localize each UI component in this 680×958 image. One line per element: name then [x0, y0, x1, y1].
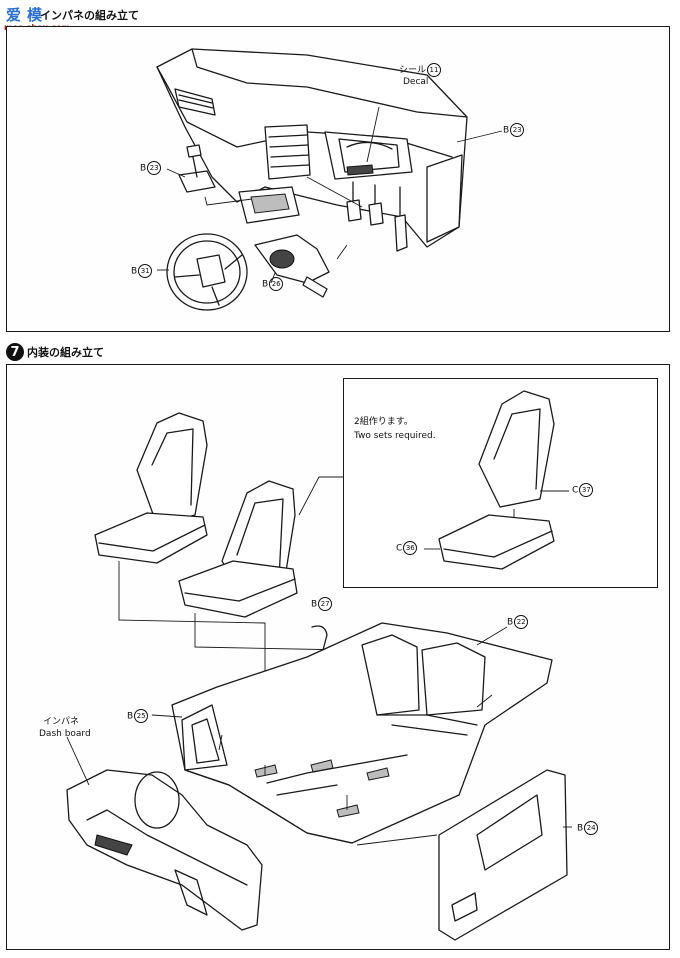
wheel-part-number: 31 — [138, 264, 153, 278]
step-6-title: インパネの組み立て — [40, 7, 139, 23]
seatbase-part-number: 36 — [403, 541, 418, 555]
wheel-part-letter: B — [131, 266, 138, 277]
shifter-part-number: 23 — [147, 161, 162, 175]
column-part-number: 26 — [269, 277, 284, 291]
b25-part-letter: B — [127, 711, 134, 722]
callout-seat-illustration — [424, 390, 569, 570]
column-part-letter: B — [262, 279, 269, 290]
watermark-text: 爱模 — [6, 6, 49, 24]
step-7-title: 7 内装の組み立て — [6, 343, 104, 361]
seatback-part-number: 37 — [579, 483, 594, 497]
b22-part-number: 22 — [514, 615, 529, 629]
step-7-number: 7 — [6, 343, 24, 361]
b27-part-number: 27 — [318, 597, 333, 611]
decal-label-en: Decal — [403, 77, 429, 87]
interior-assembly-illustration — [66, 412, 572, 941]
dashboard-label-jp: インパネ — [43, 717, 80, 727]
b22-part-letter: B — [507, 617, 514, 628]
dashboard-label-en: Dash board — [39, 729, 91, 739]
dashboard-assembly-illustration — [156, 48, 503, 311]
b27-part-letter: B — [311, 599, 318, 610]
shifter-part-letter: B — [140, 163, 147, 174]
b24-part-letter: B — [577, 823, 584, 834]
callout-text-en: Two sets required. — [354, 431, 436, 441]
step-7-title-text: 内装の組み立て — [27, 346, 104, 359]
dash-part-letter: B — [503, 125, 510, 136]
decal-part-number: 11 — [427, 63, 442, 77]
step-6-title-text: インパネの組み立て — [40, 9, 139, 22]
decal-label-jp-text: シール — [399, 65, 427, 76]
seatbase-part-letter: C — [396, 543, 403, 554]
b24-part-number: 24 — [584, 821, 599, 835]
seatback-part-letter: C — [572, 485, 579, 496]
dash-part-number: 23 — [510, 123, 525, 137]
callout-text-jp: 2組作ります。 — [354, 417, 413, 427]
b25-part-number: 25 — [134, 709, 149, 723]
